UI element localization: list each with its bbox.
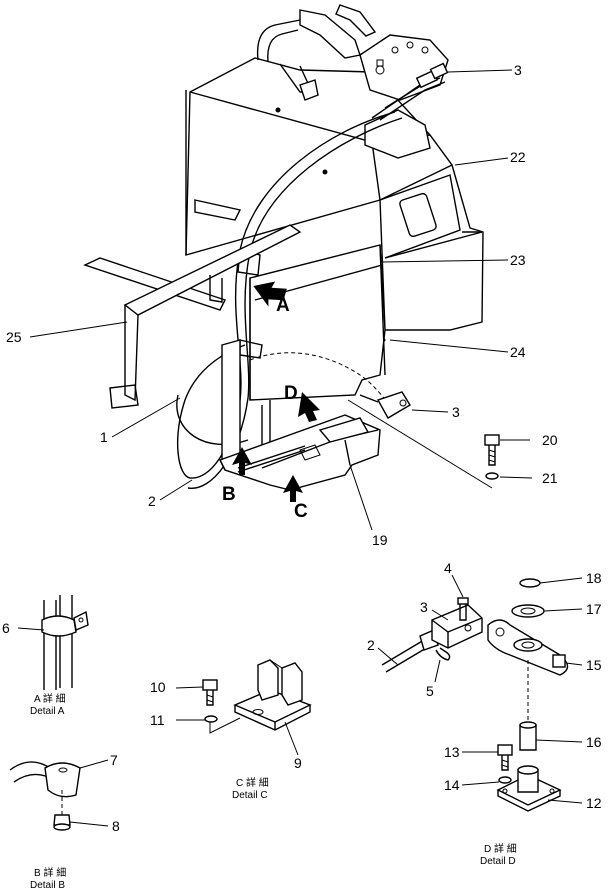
detail-captions: A 詳 細 Detail A B 詳 細 Detail B C 詳 細 Deta… (30, 692, 517, 891)
callout-8: 8 (112, 818, 120, 834)
callout-23: 23 (510, 252, 526, 268)
callout-11: 11 (150, 712, 165, 728)
support-frame (83, 199, 302, 463)
detail-b-caption: Detail B (30, 880, 65, 891)
callout-25: 25 (6, 329, 22, 345)
view-letter-d: D (284, 383, 298, 404)
callout-12: 12 (586, 795, 602, 811)
leader-lines (29, 69, 533, 531)
callout-3-side: 3 (452, 404, 460, 420)
detail-d-caption: Detail D (480, 856, 516, 867)
detail-d-caption-jp: D 詳 細 (484, 842, 517, 855)
callout-9: 9 (294, 755, 302, 771)
callout-6: 6 (2, 620, 10, 636)
callout-16: 16 (586, 734, 602, 750)
clevis-side (359, 391, 411, 419)
callout-7: 7 (110, 752, 118, 768)
view-letter-c: C (294, 501, 308, 522)
callout-18: 18 (586, 570, 602, 586)
callout-numbers: 3 22 23 24 25 1 2 3 20 21 19 6 7 8 10 11… (2, 62, 602, 834)
callout-2: 2 (148, 493, 156, 509)
callout-13: 13 (444, 744, 460, 760)
callout-15: 15 (586, 657, 602, 673)
view-letter-a: A (276, 295, 290, 316)
view-arrows (232, 281, 320, 502)
callout-4: 4 (444, 560, 452, 576)
callout-24: 24 (510, 344, 526, 360)
washer-21 (485, 472, 499, 480)
cable-connector-upper (364, 62, 449, 159)
lower-bracket-box (219, 414, 381, 491)
detail-a-caption-jp: A 詳 細 (34, 692, 66, 705)
detail-c-caption: Detail C (232, 790, 268, 801)
callout-3-detail: 3 (420, 599, 428, 615)
callout-5: 5 (426, 683, 434, 699)
detail-b-drawing (9, 759, 109, 831)
callout-14: 14 (444, 777, 460, 793)
bolt-20 (484, 434, 500, 466)
callout-1: 1 (100, 429, 108, 445)
callout-10: 10 (150, 679, 166, 695)
detail-b-caption-jp: B 詳 細 (34, 866, 66, 879)
callout-21: 21 (542, 470, 558, 486)
callout-17: 17 (586, 601, 602, 617)
callout-2-detail: 2 (367, 637, 375, 653)
detail-c-drawing (175, 659, 312, 756)
callout-3: 3 (514, 62, 522, 78)
detail-d-drawing (377, 574, 583, 812)
detail-a-drawing (17, 595, 89, 690)
callout-22: 22 (510, 149, 526, 165)
view-letter-b: B (222, 484, 236, 505)
detail-a-caption: Detail A (30, 706, 65, 717)
callout-19: 19 (372, 532, 388, 548)
callout-20: 20 (542, 432, 558, 448)
detail-c-caption-jp: C 詳 細 (236, 776, 269, 789)
